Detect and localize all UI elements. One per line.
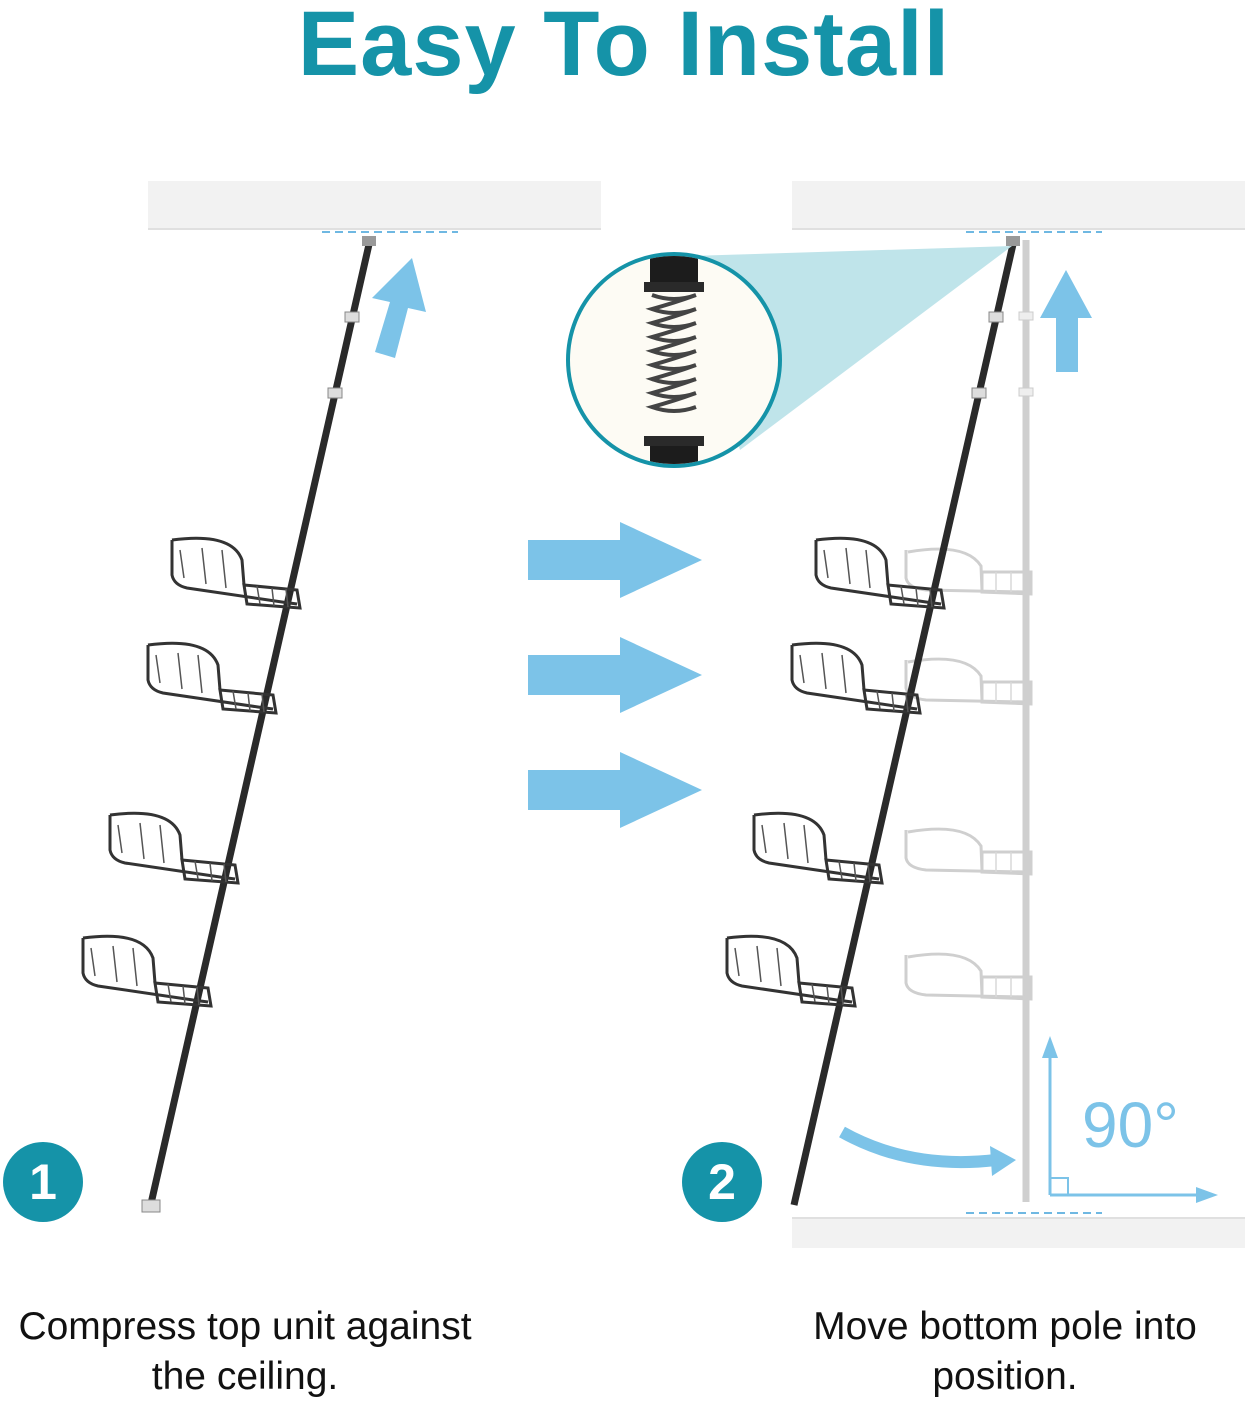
step-2-caption-line-2: position. [932, 1355, 1078, 1398]
step-1-caption-line-2: the ceiling. [151, 1355, 339, 1398]
upright-pole-ghost [1018, 240, 1034, 1202]
curved-arrow-icon [839, 1126, 1016, 1176]
tilted-pole-step-1 [141, 236, 376, 1213]
right-arrow-icon [528, 522, 702, 598]
ceiling-slab-right [792, 181, 1245, 228]
up-arrow-icon [1040, 270, 1092, 372]
basket-step-2-d [725, 934, 857, 1008]
up-arrow-icon [372, 258, 426, 358]
step-1-caption-line-1: Compress top unit against [18, 1305, 472, 1348]
step-1-caption: Compress top unit against the ceiling. [0, 1302, 490, 1402]
ghost-basket-c [904, 827, 1033, 876]
angle-label: 90° [1082, 1089, 1179, 1161]
page-title: Easy To Install [297, 0, 951, 95]
floor-slab [792, 1218, 1245, 1248]
right-angle-icon [1042, 1036, 1218, 1203]
basket-step-1-a [170, 536, 302, 610]
basket-step-2-b [790, 641, 922, 715]
tilted-pole-step-2 [790, 236, 1020, 1206]
step-2-caption-line-1: Move bottom pole into [813, 1305, 1197, 1348]
basket-step-1-d [81, 934, 213, 1008]
right-arrow-icon [528, 637, 702, 713]
basket-step-2-c [752, 811, 884, 885]
ghost-basket-d [904, 952, 1033, 1001]
ceiling-slab-left [148, 181, 601, 228]
step-2-caption: Move bottom pole into position. [790, 1302, 1220, 1402]
spring-detail-icon [566, 252, 782, 468]
step-1-badge: 1 [3, 1142, 83, 1222]
basket-step-1-c [108, 811, 240, 885]
basket-step-1-b [146, 641, 278, 715]
ghost-basket-b [904, 657, 1033, 706]
step-2-badge: 2 [682, 1142, 762, 1222]
right-arrow-icon [528, 752, 702, 828]
